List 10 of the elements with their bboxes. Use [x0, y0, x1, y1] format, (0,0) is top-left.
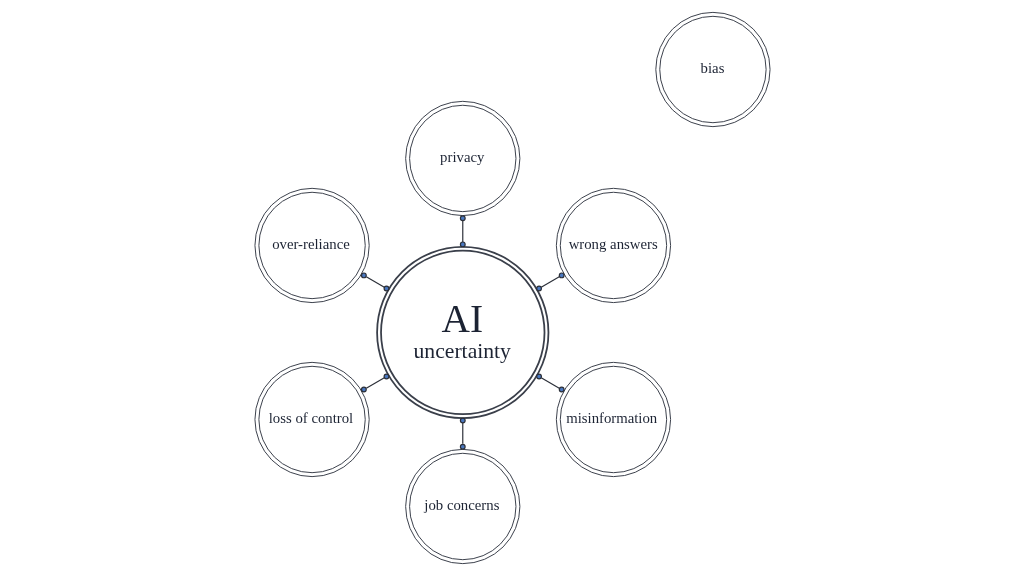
connector: [459, 417, 466, 450]
node-circle: job concerns: [404, 448, 520, 565]
connector: [360, 373, 389, 393]
node-circle: privacy: [404, 100, 520, 217]
connector: [360, 272, 389, 292]
node-circle: bias: [654, 11, 771, 128]
node-circle: AI uncertainty: [375, 245, 549, 420]
connector: [459, 215, 466, 248]
connector: [535, 272, 565, 292]
connector: [535, 373, 565, 393]
